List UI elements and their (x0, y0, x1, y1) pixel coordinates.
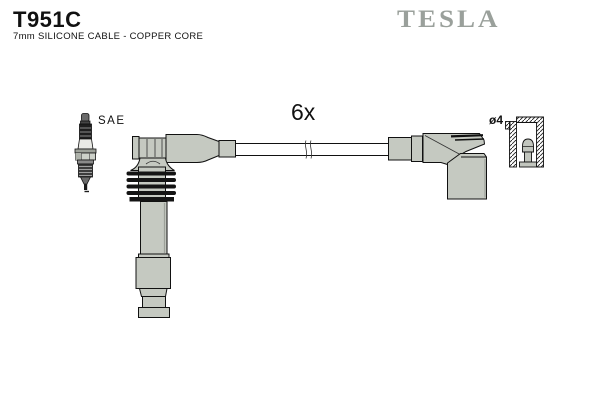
product-subtitle: 7mm SILICONE CABLE - COPPER CORE (13, 31, 204, 42)
spark-plug-illustration (74, 113, 97, 193)
cable-wire-illustration (235, 140, 389, 159)
terminal-diameter-label: ø4 (489, 113, 504, 127)
spark-plug-standard-label: SAE (98, 115, 126, 127)
part-number: T951C (13, 7, 82, 32)
quantity-label: 6x (291, 99, 316, 125)
brand-logo: TESLA (397, 5, 501, 33)
terminal-cross-section-illustration (505, 116, 544, 168)
right-boot-illustration (388, 133, 487, 200)
left-boot-illustration (126, 134, 236, 318)
